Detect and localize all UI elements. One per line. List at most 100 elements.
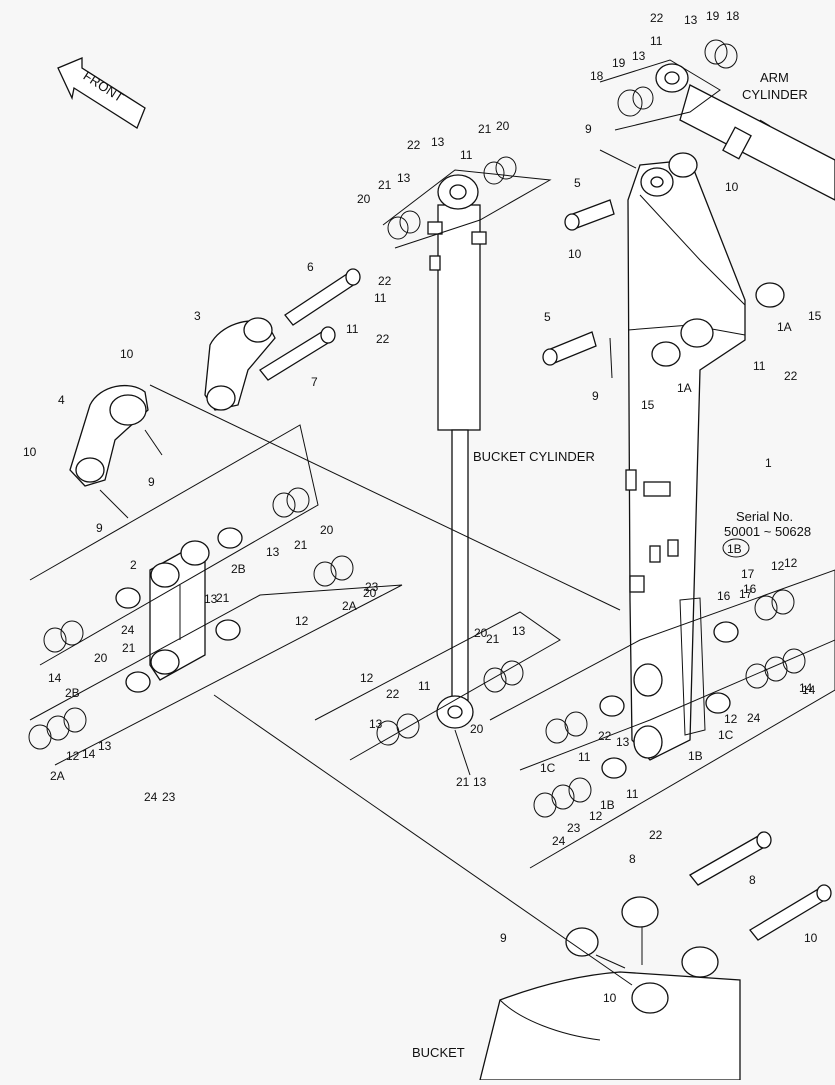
guide-lines: [29, 59, 835, 986]
arm-cylinder-drawing: [655, 63, 835, 201]
part-callout-91: 12: [589, 809, 603, 823]
part-callout-48: 20: [363, 586, 377, 600]
part-callout-22: 13: [431, 135, 445, 149]
part-callout-99: 10: [603, 991, 617, 1005]
part-callout-61: 24: [144, 790, 158, 804]
part-callout-55: 20: [94, 651, 108, 665]
part-callout-67: 21: [486, 632, 500, 646]
part-callout-30: 11: [374, 291, 387, 305]
part-callout-23: 11: [460, 148, 473, 162]
part-callout-14: 1A: [677, 381, 692, 395]
part-callout-32: 3: [194, 309, 201, 323]
serial-number-label: Serial No.: [736, 509, 793, 524]
boom-arm-drawing: [625, 152, 746, 761]
link-parts-drawing: [69, 317, 276, 681]
part-callout-63: 12: [360, 671, 374, 685]
part-callout-51: 23: [365, 580, 379, 594]
part-callout-20: 1: [765, 456, 772, 470]
part-callout-76: 1C: [540, 761, 556, 775]
part-callout-52: 24: [121, 623, 135, 637]
part-callout-75: 22: [598, 729, 612, 743]
part-callout-72: 13: [473, 775, 487, 789]
part-callout-80: 16: [717, 589, 731, 603]
bucket-cylinder-label: BUCKET CYLINDER: [473, 449, 595, 464]
part-callout-19: 1A: [777, 320, 792, 334]
part-callout-90: 23: [567, 821, 581, 835]
part-callout-58: 2A: [50, 769, 65, 783]
part-callout-81: 17: [739, 587, 753, 601]
part-callout-17: 22: [784, 369, 798, 383]
part-callout-47: 21: [216, 591, 230, 605]
part-callout-73: 13: [616, 735, 630, 749]
part-callout-84: 1B: [688, 749, 703, 763]
part-callout-18: 15: [808, 309, 822, 323]
part-callout-62: 23: [162, 790, 176, 804]
bucket-drawing: [479, 896, 741, 1081]
part-callout-71: 21: [456, 775, 470, 789]
part-callout-49: 2A: [342, 599, 357, 613]
part-callout-26: 13: [397, 171, 411, 185]
part-callout-28: 20: [357, 192, 371, 206]
part-callout-11: 10: [568, 247, 582, 261]
serial-ref-circle: [722, 538, 750, 558]
part-callout-79: 16: [743, 582, 757, 596]
bucket-cylinder-drawing: [427, 174, 487, 729]
part-callout-4: 11: [650, 34, 663, 48]
serial-range-label: 50001 ~ 50628: [724, 524, 811, 539]
part-callout-8: 9: [585, 122, 592, 136]
part-callout-74: 11: [578, 750, 591, 764]
part-callout-85: 12: [724, 712, 738, 726]
part-callout-40: 9: [96, 521, 103, 535]
part-callout-82: 12: [784, 556, 798, 570]
part-callout-13: 5: [544, 310, 551, 324]
part-callout-94: 22: [649, 828, 663, 842]
arm-cylinder-label-line2: CYLINDER: [742, 87, 808, 102]
serial-ref-label: 1B: [727, 542, 742, 556]
part-callout-56: 21: [122, 641, 136, 655]
part-callout-93: 11: [626, 787, 639, 801]
part-callout-44: 2: [130, 558, 137, 572]
part-callout-16: 11: [753, 359, 766, 373]
part-callout-60: 14: [82, 747, 96, 761]
part-callout-59: 12: [66, 749, 80, 763]
front-direction-arrow: FRONT: [57, 57, 146, 129]
part-callout-34: 22: [376, 332, 390, 346]
part-callout-96: 8: [749, 873, 756, 887]
part-callout-35: 7: [311, 375, 318, 389]
part-callout-31: 22: [378, 274, 392, 288]
part-callout-53: 14: [48, 671, 62, 685]
part-callout-2: 19: [706, 9, 720, 23]
part-callout-57: 13: [98, 739, 112, 753]
part-callout-15: 15: [641, 398, 655, 412]
part-callout-38: 10: [23, 445, 37, 459]
part-callout-66: 20: [474, 626, 488, 640]
part-callout-42: 21: [294, 538, 308, 552]
part-callout-27: 21: [378, 178, 392, 192]
part-callout-24: 21: [478, 122, 492, 136]
part-callout-95: 8: [629, 852, 636, 866]
part-callout-1: 13: [684, 13, 698, 27]
part-callout-69: 13: [369, 717, 383, 731]
part-callout-83: 1C: [718, 728, 734, 742]
part-callout-25: 20: [496, 119, 510, 133]
part-callout-41: 20: [320, 523, 334, 537]
part-callout-39: 9: [148, 475, 155, 489]
part-callout-21: 22: [407, 138, 421, 152]
part-callout-87: 14: [799, 681, 813, 695]
part-callout-36: 10: [120, 347, 134, 361]
part-callout-45: 2B: [231, 562, 246, 576]
arm-cylinder-label-line1: ARM: [760, 70, 789, 85]
part-callout-78: 12: [771, 559, 785, 573]
part-callout-64: 22: [386, 687, 400, 701]
part-callout-33: 11: [346, 322, 359, 336]
bucket-label: BUCKET: [412, 1045, 465, 1060]
part-callout-37: 4: [58, 393, 65, 407]
part-callout-70: 20: [470, 722, 484, 736]
part-callout-98: 9: [500, 931, 507, 945]
part-callout-0: 22: [650, 11, 664, 25]
part-callout-50: 12: [295, 614, 309, 628]
part-callout-88: 14: [802, 683, 816, 697]
